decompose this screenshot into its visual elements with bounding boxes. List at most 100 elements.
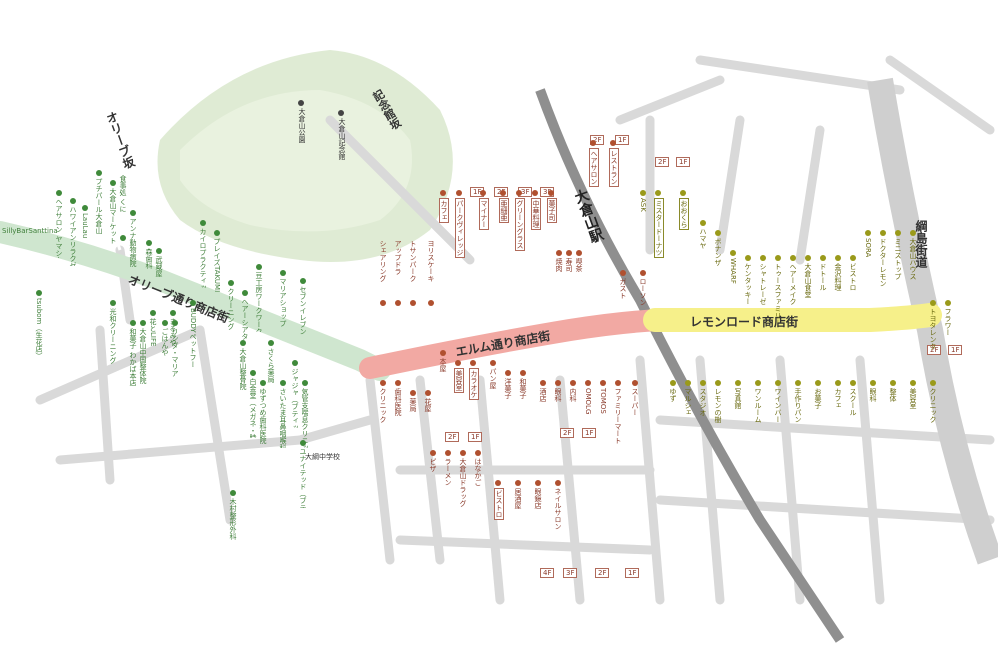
shop-label[interactable]: 歯科医院 [394,388,402,416]
shop-label[interactable]: 武蔵屋 [155,256,163,277]
shop-label[interactable]: セブンイレブン [299,286,307,335]
shop-label[interactable]: 薬局 [409,398,417,412]
shop-label[interactable]: 光和クリーニング [109,308,117,364]
shop-label[interactable]: ドトール [819,263,827,291]
shop-label[interactable]: スタジオ [699,388,707,416]
shop-label[interactable]: 大倉山ハウス [909,238,917,280]
shop-label[interactable]: 大倉山ドラッグ [459,458,467,507]
shop-label[interactable]: 眼科 [869,388,877,402]
shop-label[interactable]: 整体 [889,388,897,402]
shop-label[interactable]: ASK [639,198,647,212]
shop-label[interactable]: 食事処 くに [119,175,127,213]
shop-label[interactable]: SORA [864,238,872,258]
shop-label[interactable]: 写真館 [734,388,742,409]
shop-label[interactable]: ファミリーマート [614,388,622,444]
shop-label[interactable]: 喫茶 [575,258,583,272]
shop-label[interactable]: 森歯科 [145,248,153,269]
shop-label[interactable]: ユナイテッド（ブティック） [299,448,307,508]
shop-label[interactable]: トヨタレンタ [929,308,937,350]
shop-label[interactable]: WHARF [729,258,737,284]
shop-label[interactable]: 酒店 [539,388,547,402]
shop-label[interactable]: ビストロ [494,488,504,520]
shop-label[interactable]: カフェ [439,198,449,223]
shop-label[interactable]: フラワー [944,308,952,336]
shop-label[interactable]: さくら薬局 [267,348,275,383]
shop-label[interactable]: 気管支喘息クリニック [301,388,309,448]
shop-label[interactable]: ミスタードーナツ [654,198,664,258]
shop-label[interactable]: シェアリング [379,240,387,282]
shop-label[interactable]: ワインバー [774,388,782,423]
shop-label[interactable]: さいたま耳鼻咽喉科 [279,388,287,448]
shop-label[interactable]: 手作りパン [794,388,802,423]
shop-label[interactable]: スクール [849,388,857,416]
shop-label[interactable]: まるみや [169,318,177,346]
shop-label[interactable]: 花とLIFE [149,318,157,347]
shop-label[interactable]: クリーニング [227,288,235,330]
shop-label[interactable]: 中華料理 [531,198,541,230]
shop-label[interactable]: パン屋 [489,368,497,389]
shop-label[interactable]: トゥースファミリー [774,263,782,323]
shop-label[interactable]: 美容室 [454,368,464,393]
shop-label[interactable]: ヘアーシアタ [241,298,249,340]
shop-label[interactable]: カフェ [834,388,842,409]
shop-label[interactable]: おおくら [679,198,689,230]
shop-label[interactable]: 寿司 [565,258,573,272]
shop-label[interactable]: ピザ [429,458,437,472]
shop-label[interactable]: ヘアサロン [589,148,599,187]
shop-label[interactable]: ゆず [669,388,677,402]
shop-label[interactable]: 金沢料理 [834,263,842,291]
shop-label[interactable]: ジャジャ（ブティック） [291,368,299,428]
shop-label[interactable]: プレイズTAKUMI [213,238,221,293]
shop-label[interactable]: ビストロ [849,263,857,291]
shop-label[interactable]: はなかご [474,458,482,486]
shop-label[interactable]: 和菓子 [519,378,527,399]
shop-label[interactable]: カイロプラクティック [199,228,207,288]
shop-label[interactable]: 大倉山食堂 [804,263,812,298]
shop-label[interactable]: 菓子司 [547,198,557,223]
shop-label[interactable]: 亜細亜 [499,198,509,223]
shop-label[interactable]: ヘアサロン ヤマシタ [55,198,63,258]
shop-label[interactable]: BUDDYペットフード [189,308,197,368]
shop-label[interactable]: ボナンザ [714,238,722,266]
shop-label[interactable]: カラオケ [469,368,479,400]
shop-label[interactable]: ゆずつめ歯科医院 [259,388,267,444]
shop-label[interactable]: ミニストップ [894,238,902,280]
shop-label[interactable]: ガスト [619,278,627,299]
shop-label[interactable]: 豆工房ワークワーク [255,272,263,332]
shop-label[interactable]: ハマヤ [699,228,707,249]
shop-label[interactable]: LauLau [81,213,89,239]
shop-label[interactable]: レモンの樹 [714,388,722,423]
shop-label[interactable]: 本屋 [439,358,447,372]
shop-label[interactable]: レストラン [609,148,619,187]
shop-label[interactable]: リンダ・マリア [171,328,179,377]
shop-label[interactable]: 内科 [569,388,577,402]
shop-label[interactable]: クリニック [929,388,937,423]
shop-label[interactable]: お菓子 [814,388,822,409]
shop-label[interactable]: マルシェ [684,388,692,416]
shop-label[interactable]: ローソン [639,278,647,306]
shop-label[interactable]: アップドラ [394,240,402,275]
shop-label[interactable]: 居酒屋 [514,488,522,509]
shop-label[interactable]: 眼鏡店 [534,488,542,509]
shop-label[interactable]: クリニック [379,388,387,423]
shop-label[interactable]: ネイルサロン [554,488,562,530]
shop-label[interactable]: OMOLG [584,388,592,415]
shop-label[interactable]: 白金堂（メガネ・時計） [249,378,257,438]
shop-label[interactable]: 焼肉 [555,258,563,272]
shop-label[interactable]: 大倉山マーケット [109,188,117,244]
shop-label[interactable]: プチパール大倉山（ペット用品） [95,178,103,238]
shop-label[interactable]: ヘアーメイク [789,263,797,305]
shop-label[interactable]: ヨリスケーキ [427,240,435,282]
shop-label[interactable]: ドクターレモン [879,238,887,287]
shop-label[interactable]: ハワイアンリラクゼーション [69,206,77,266]
shop-label[interactable]: トサンパーク [409,240,417,282]
shop-label[interactable]: マイナー [479,198,489,230]
shop-label[interactable]: 木村整形外科 [229,498,237,540]
shop-label[interactable]: ケンタッキー [744,263,752,305]
shop-label[interactable]: tsubom（生花店） [35,298,43,358]
shop-label[interactable]: 花屋 [424,398,432,412]
shop-label[interactable]: 美容室 [909,388,917,409]
shop-label[interactable]: グリーングラス [515,198,525,251]
shop-label[interactable]: 大倉山整骨院 [239,348,247,390]
shop-label[interactable]: 和菓子 わかば本店 [129,328,137,387]
